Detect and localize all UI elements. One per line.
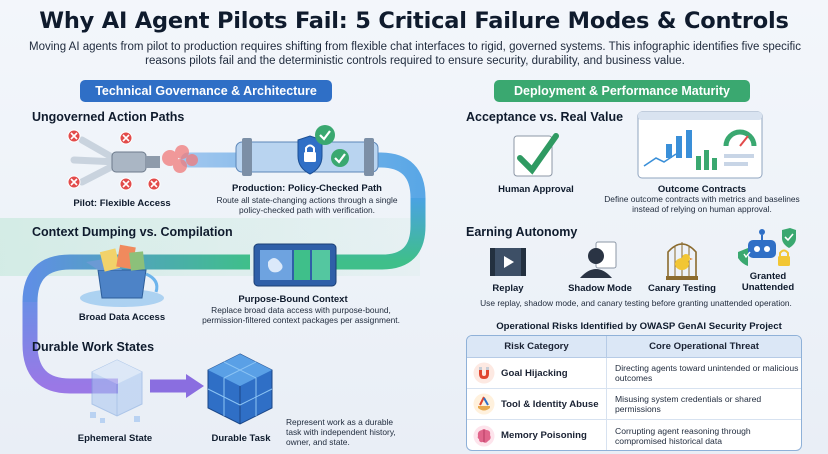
magnet-icon xyxy=(473,362,495,384)
production-desc: Route all state-changing actions through… xyxy=(216,195,398,215)
durable-cube-icon xyxy=(207,353,273,425)
flow-top-segment xyxy=(180,152,426,206)
broad-data-box-icon xyxy=(80,244,164,307)
risk-category-label: Goal Hijacking xyxy=(501,367,568,379)
risk-threat-text: Misusing system credentials or shared pe… xyxy=(615,394,762,414)
risk-threat-text: Corrupting agent reasoning through compr… xyxy=(615,425,751,446)
outcome-caption: Outcome Contracts xyxy=(657,184,747,195)
flow-right-segment xyxy=(336,198,426,270)
acceptance-heading: Acceptance vs. Real Value xyxy=(466,110,624,124)
check-badge-icon xyxy=(315,125,335,145)
ephemeral-cube-icon xyxy=(90,359,143,423)
table-row: Tool & Identity Abuse Misusing system cr… xyxy=(467,389,801,420)
broad-data-caption: Broad Data Access xyxy=(78,312,166,323)
production-caption: Production: Policy-Checked Path xyxy=(232,183,382,194)
human-approval-caption: Human Approval xyxy=(498,184,574,195)
risk-category-label: Memory Poisoning xyxy=(501,430,587,441)
page-title: Why AI Agent Pilots Fail: 5 Critical Fai… xyxy=(39,8,789,34)
brain-icon xyxy=(473,425,495,446)
risks-table-header: Risk Category Core Operational Threat xyxy=(467,336,801,358)
ephemeral-caption: Ephemeral State xyxy=(77,433,153,444)
context-heading: Context Dumping vs. Compilation xyxy=(32,225,233,239)
policy-pipe-icon xyxy=(235,135,379,176)
dashboard-icon xyxy=(637,111,763,179)
table-row: Goal Hijacking Directing agents toward u… xyxy=(467,358,801,389)
canary-cage-icon xyxy=(666,242,698,280)
risk-threat-text: Directing agents toward unintended or ma… xyxy=(615,363,799,383)
flow-left-segment xyxy=(22,302,118,394)
risks-title: Operational Risks Identified by OWASP Ge… xyxy=(496,321,782,332)
risks-col-category: Risk Category xyxy=(467,336,607,357)
durable-caption: Durable Task xyxy=(211,433,271,444)
section-technical-pill: Technical Governance & Architecture xyxy=(80,80,332,102)
risks-table: Risk Category Core Operational Threat Go… xyxy=(466,335,802,451)
section-deployment-pill: Deployment & Performance Maturity xyxy=(494,80,750,102)
work-states-heading: Durable Work States xyxy=(32,340,155,354)
hand-tools-icon xyxy=(473,393,495,415)
flow-middle-segment xyxy=(22,254,250,303)
autonomy-step-canary: Canary Testing xyxy=(648,283,716,294)
outcome-desc: Define outcome contracts with metrics an… xyxy=(604,194,800,214)
autonomy-heading: Earning Autonomy xyxy=(466,225,578,239)
shadow-user-icon xyxy=(580,241,617,278)
durable-desc: Represent work as a durable task with in… xyxy=(286,417,396,447)
risks-col-threat: Core Operational Threat xyxy=(649,341,759,352)
flow-arrowhead xyxy=(186,374,204,398)
replay-icon xyxy=(490,248,526,276)
autonomy-desc: Use replay, shadow mode, and canary test… xyxy=(480,298,792,308)
pilot-caption: Pilot: Flexible Access xyxy=(73,198,171,209)
table-row: Memory Poisoning Corrupting agent reason… xyxy=(467,420,801,450)
autonomy-step-replay: Replay xyxy=(492,283,524,294)
context-package-icon xyxy=(253,243,337,287)
autonomy-step-granted: Granted Unattended xyxy=(741,271,795,293)
risk-category-label: Tool & Identity Abuse xyxy=(501,398,599,410)
pipe-leak-icon xyxy=(67,129,198,191)
approval-check-icon xyxy=(513,133,559,177)
purpose-caption: Purpose-Bound Context xyxy=(238,294,348,305)
autonomy-step-shadow: Shadow Mode xyxy=(568,283,632,294)
robot-shield-icon xyxy=(738,228,796,266)
action-paths-heading: Ungoverned Action Paths xyxy=(32,110,185,124)
purpose-desc: Replace broad data access with purpose-b… xyxy=(202,305,400,325)
page-subtitle: Moving AI agents from pilot to productio… xyxy=(29,41,801,67)
